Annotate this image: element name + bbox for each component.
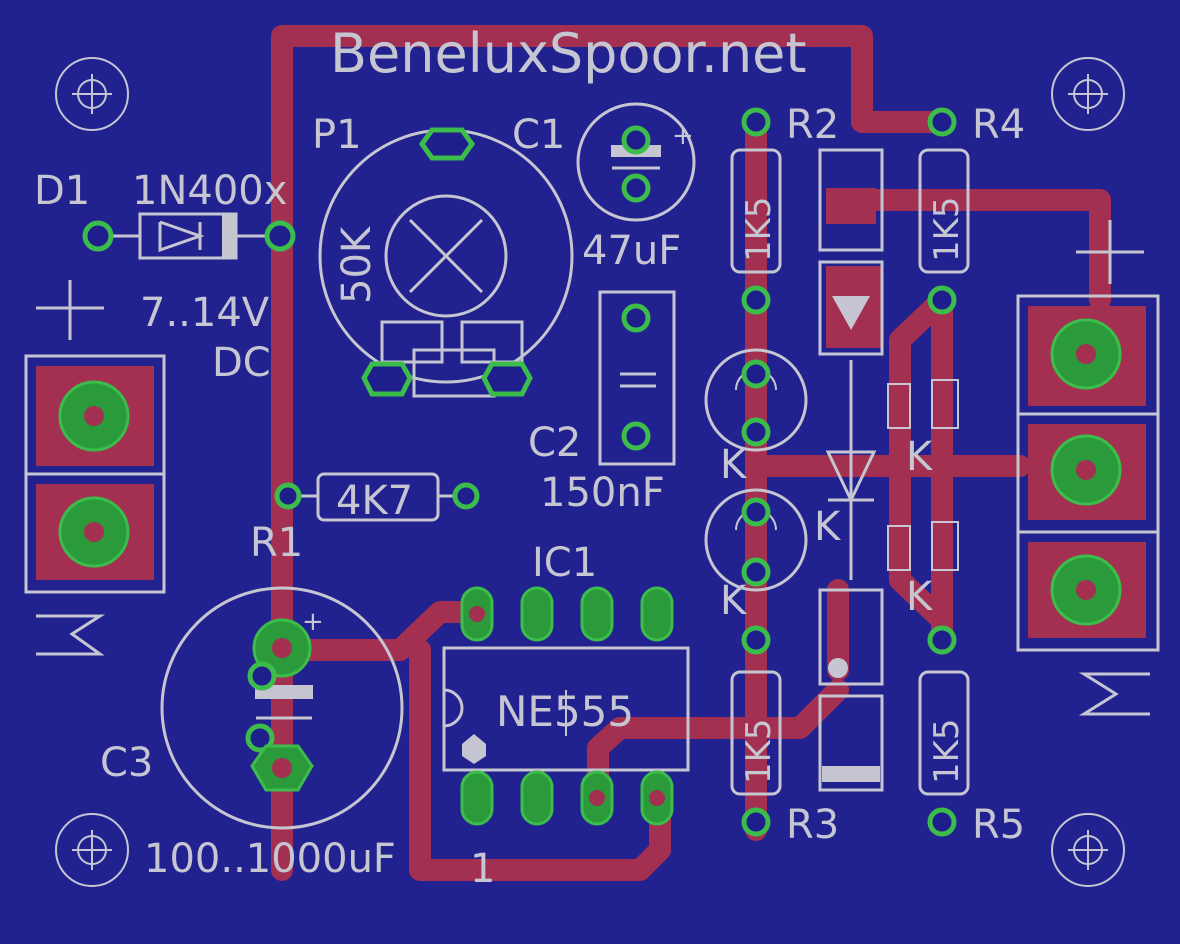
ic1-outline <box>442 646 690 772</box>
diode-top-outline <box>818 148 884 252</box>
r4-value: 1K5 <box>927 196 967 262</box>
led-upper-outline <box>704 348 808 452</box>
mounting-hole-tl <box>55 57 129 131</box>
ic1-pin1-marker: 1 <box>470 846 495 892</box>
r2-ref: R2 <box>786 102 839 148</box>
c3-value: 100..1000uF <box>144 836 396 882</box>
smd-d-2 <box>931 379 959 429</box>
r1-value: 4K7 <box>336 478 413 524</box>
supply-range: 7..14V <box>140 290 270 336</box>
board-title: BeneluxSpoor.net <box>330 22 807 85</box>
output-letter-marking <box>1078 672 1150 716</box>
mounting-hole-tr <box>1051 57 1125 131</box>
c3-outline <box>160 586 404 830</box>
r5-value: 1K5 <box>927 718 967 784</box>
output-terminal-outline <box>1016 294 1160 652</box>
smd-d-1 <box>887 383 911 429</box>
led-lower-cathode: K <box>720 578 748 624</box>
led-lower-outline <box>704 488 808 592</box>
c1-outline <box>576 102 696 222</box>
c3-plus: + <box>302 607 324 637</box>
c3-ref: C3 <box>100 740 153 786</box>
mounting-hole-bl <box>55 813 129 887</box>
mounting-hole-br <box>1051 813 1125 887</box>
r5-ref: R5 <box>972 802 1025 848</box>
d1-ref: D1 <box>34 168 90 214</box>
c1-value: 47uF <box>582 228 681 274</box>
supply-type: DC <box>212 340 271 386</box>
d1-value: 1N400x <box>132 168 287 214</box>
r4-ref: R4 <box>972 102 1025 148</box>
ic1-value: NE555 <box>496 687 634 736</box>
c1-ref: C1 <box>512 112 565 158</box>
ic1-pins <box>460 586 674 826</box>
d1-outline <box>138 212 238 260</box>
through-hole-pads <box>58 107 1122 837</box>
led-upper-cathode: K <box>720 442 748 488</box>
r4-outline <box>918 148 970 274</box>
ic1-ref: IC1 <box>532 540 597 586</box>
diode-lower-outline <box>818 588 884 686</box>
c1-plus: + <box>672 121 694 151</box>
r3-ref: R3 <box>786 802 839 848</box>
diode-mid-outline <box>818 260 884 356</box>
p1-value: 50K <box>334 225 380 304</box>
r2-outline <box>730 148 782 274</box>
smd-d-4 <box>931 521 959 571</box>
diode-cathode: K <box>814 504 842 550</box>
smd-upper-cathode: K <box>906 434 934 480</box>
labels: BeneluxSpoor.net D1 1N400x 7..14V DC P1 … <box>34 22 1025 892</box>
c2-ref: C2 <box>528 420 581 466</box>
c2-value: 150nF <box>540 470 665 516</box>
diode-bottom-outline <box>818 694 884 792</box>
smd-d-3 <box>887 525 911 571</box>
smd-lower-cathode: K <box>906 574 934 620</box>
r3-outline <box>730 670 782 796</box>
r3-value: 1K5 <box>739 718 779 784</box>
copper-traces <box>271 25 1111 881</box>
c2-outline <box>598 290 676 466</box>
mounting-holes <box>55 57 1125 887</box>
r2-value: 1K5 <box>739 196 779 262</box>
p1-ref: P1 <box>312 112 362 158</box>
r5-outline <box>918 670 970 796</box>
r1-ref: R1 <box>250 520 303 566</box>
input-letter-marking <box>36 614 106 656</box>
